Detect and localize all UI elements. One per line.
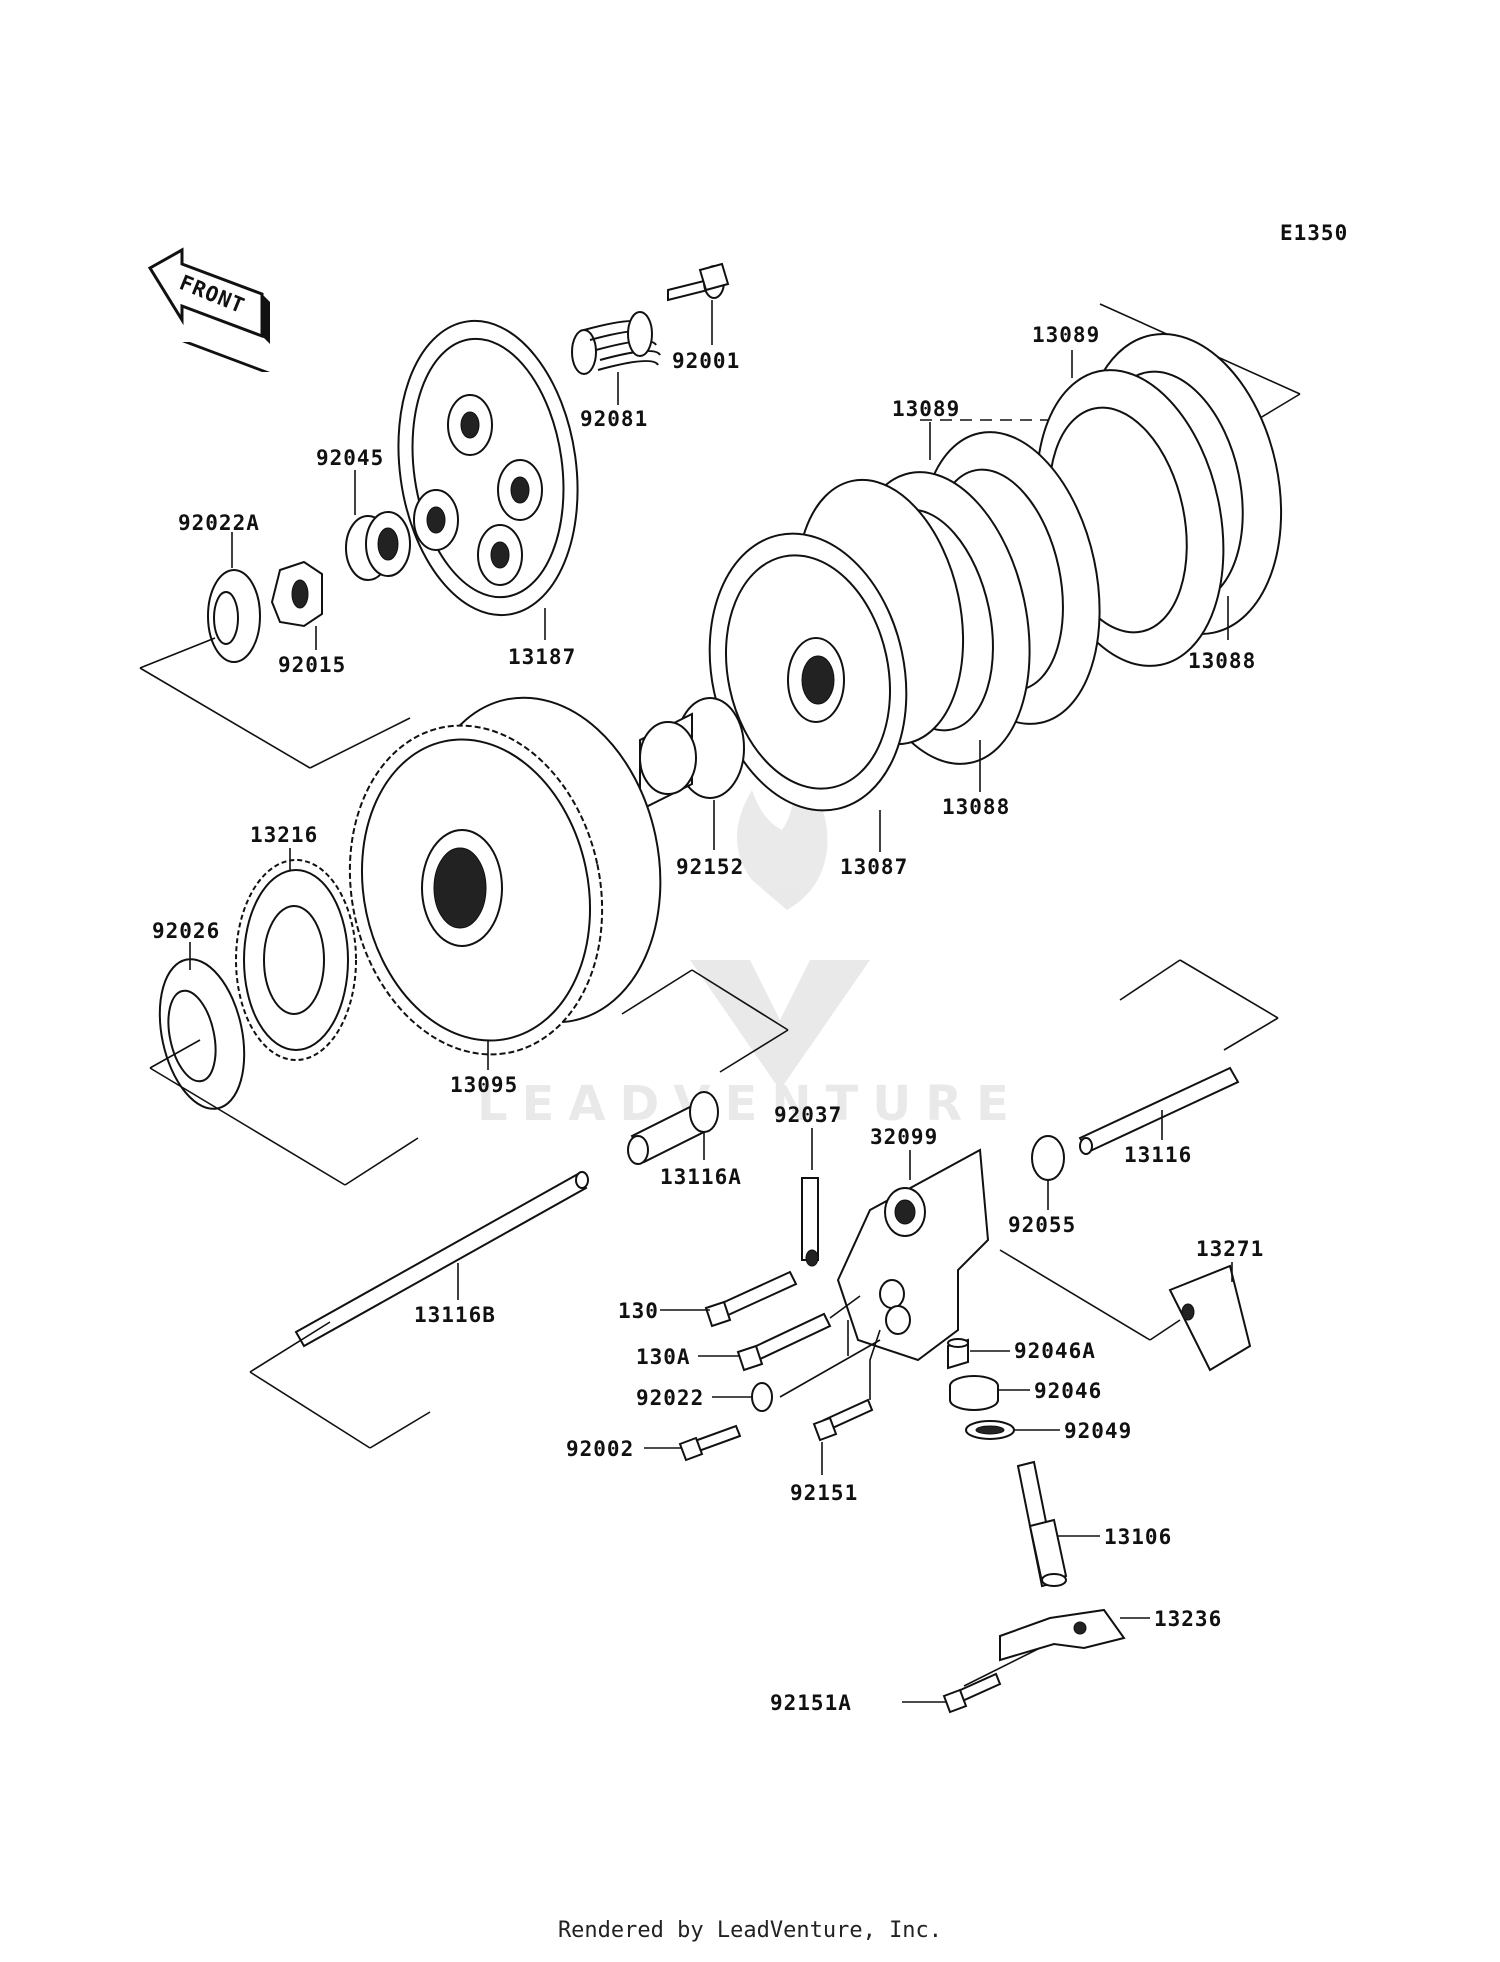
label-92055: 92055 (1008, 1213, 1076, 1237)
label-92015: 92015 (278, 653, 346, 677)
clutch-hub-13087-icon (708, 478, 965, 812)
pushrod-13116b-icon (294, 1171, 589, 1348)
label-13095: 13095 (450, 1073, 518, 1097)
label-92152: 92152 (676, 855, 744, 879)
seal-92049-icon (965, 1420, 1015, 1440)
label-92151: 92151 (790, 1481, 858, 1505)
clutch-housing-13095-icon (348, 696, 662, 1056)
washer-92022-icon (751, 1382, 773, 1412)
bolt-92151-icon (812, 1398, 874, 1442)
bolt-130-icon (704, 1270, 798, 1328)
diagram-code: E1350 (1280, 221, 1348, 245)
pushrod-13116-icon (1078, 1066, 1240, 1155)
label-13187: 13187 (508, 645, 576, 669)
label-92045: 92045 (316, 446, 384, 470)
label-13116: 13116 (1124, 1143, 1192, 1167)
collar-92152-icon (639, 697, 745, 812)
bolt-92151a-icon (942, 1672, 1002, 1714)
bearing-92045-icon (345, 511, 411, 581)
label-13088-right: 13088 (1188, 649, 1256, 673)
label-13116b: 13116B (414, 1303, 496, 1327)
pushrod-13116a-icon (627, 1091, 719, 1165)
label-32099: 32099 (870, 1125, 938, 1149)
label-13216: 13216 (250, 823, 318, 847)
gear-13216-icon (235, 859, 357, 1061)
label-13089-upper: 13089 (1032, 323, 1100, 347)
bushing-92046a-icon (947, 1338, 969, 1370)
label-13271: 13271 (1196, 1237, 1264, 1261)
label-130a: 130A (636, 1345, 691, 1369)
spring-92081-icon (571, 311, 661, 375)
label-92001: 92001 (672, 349, 740, 373)
bolt-130a-icon (736, 1312, 832, 1372)
front-arrow-icon: FRONT (147, 247, 270, 372)
nut-92015-icon (270, 560, 323, 628)
label-92081: 92081 (580, 407, 648, 431)
label-13106: 13106 (1104, 1525, 1172, 1549)
watermark-text: LEADVENTURE (477, 1076, 1023, 1132)
label-92151a: 92151A (770, 1691, 852, 1715)
pressure-plate-13187-icon (397, 319, 579, 617)
shaft-13106-icon (1016, 1460, 1068, 1588)
plate-92037-icon (801, 1177, 819, 1267)
label-13087: 13087 (840, 855, 908, 879)
label-92026: 92026 (152, 919, 220, 943)
label-92022: 92022 (636, 1386, 704, 1410)
label-13116a: 13116A (660, 1165, 742, 1189)
label-13236: 13236 (1154, 1607, 1222, 1631)
washer-92022a-icon (207, 569, 261, 663)
label-92037: 92037 (774, 1103, 842, 1127)
washer-92026-icon (158, 958, 246, 1110)
bolt-92002-icon (678, 1424, 742, 1462)
label-92049: 92049 (1064, 1419, 1132, 1443)
housing-32099-icon (836, 1148, 990, 1362)
label-92046a: 92046A (1014, 1339, 1096, 1363)
label-13088-left: 13088 (942, 795, 1010, 819)
label-13089-lower: 13089 (892, 397, 960, 421)
bracket-13271-icon (1168, 1264, 1252, 1372)
lever-13236-icon (999, 1608, 1126, 1662)
bolt-92001-icon (667, 262, 730, 302)
label-130: 130 (618, 1299, 659, 1323)
label-92002: 92002 (566, 1437, 634, 1461)
o-ring-92055-icon (1031, 1135, 1065, 1181)
leadventure-watermark: LEADVENTURE (477, 760, 1023, 1132)
footer-credit: Rendered by LeadVenture, Inc. (557, 1918, 943, 1943)
label-92022a: 92022A (178, 511, 260, 535)
bearing-92046-icon (949, 1375, 999, 1411)
label-92046: 92046 (1034, 1379, 1102, 1403)
